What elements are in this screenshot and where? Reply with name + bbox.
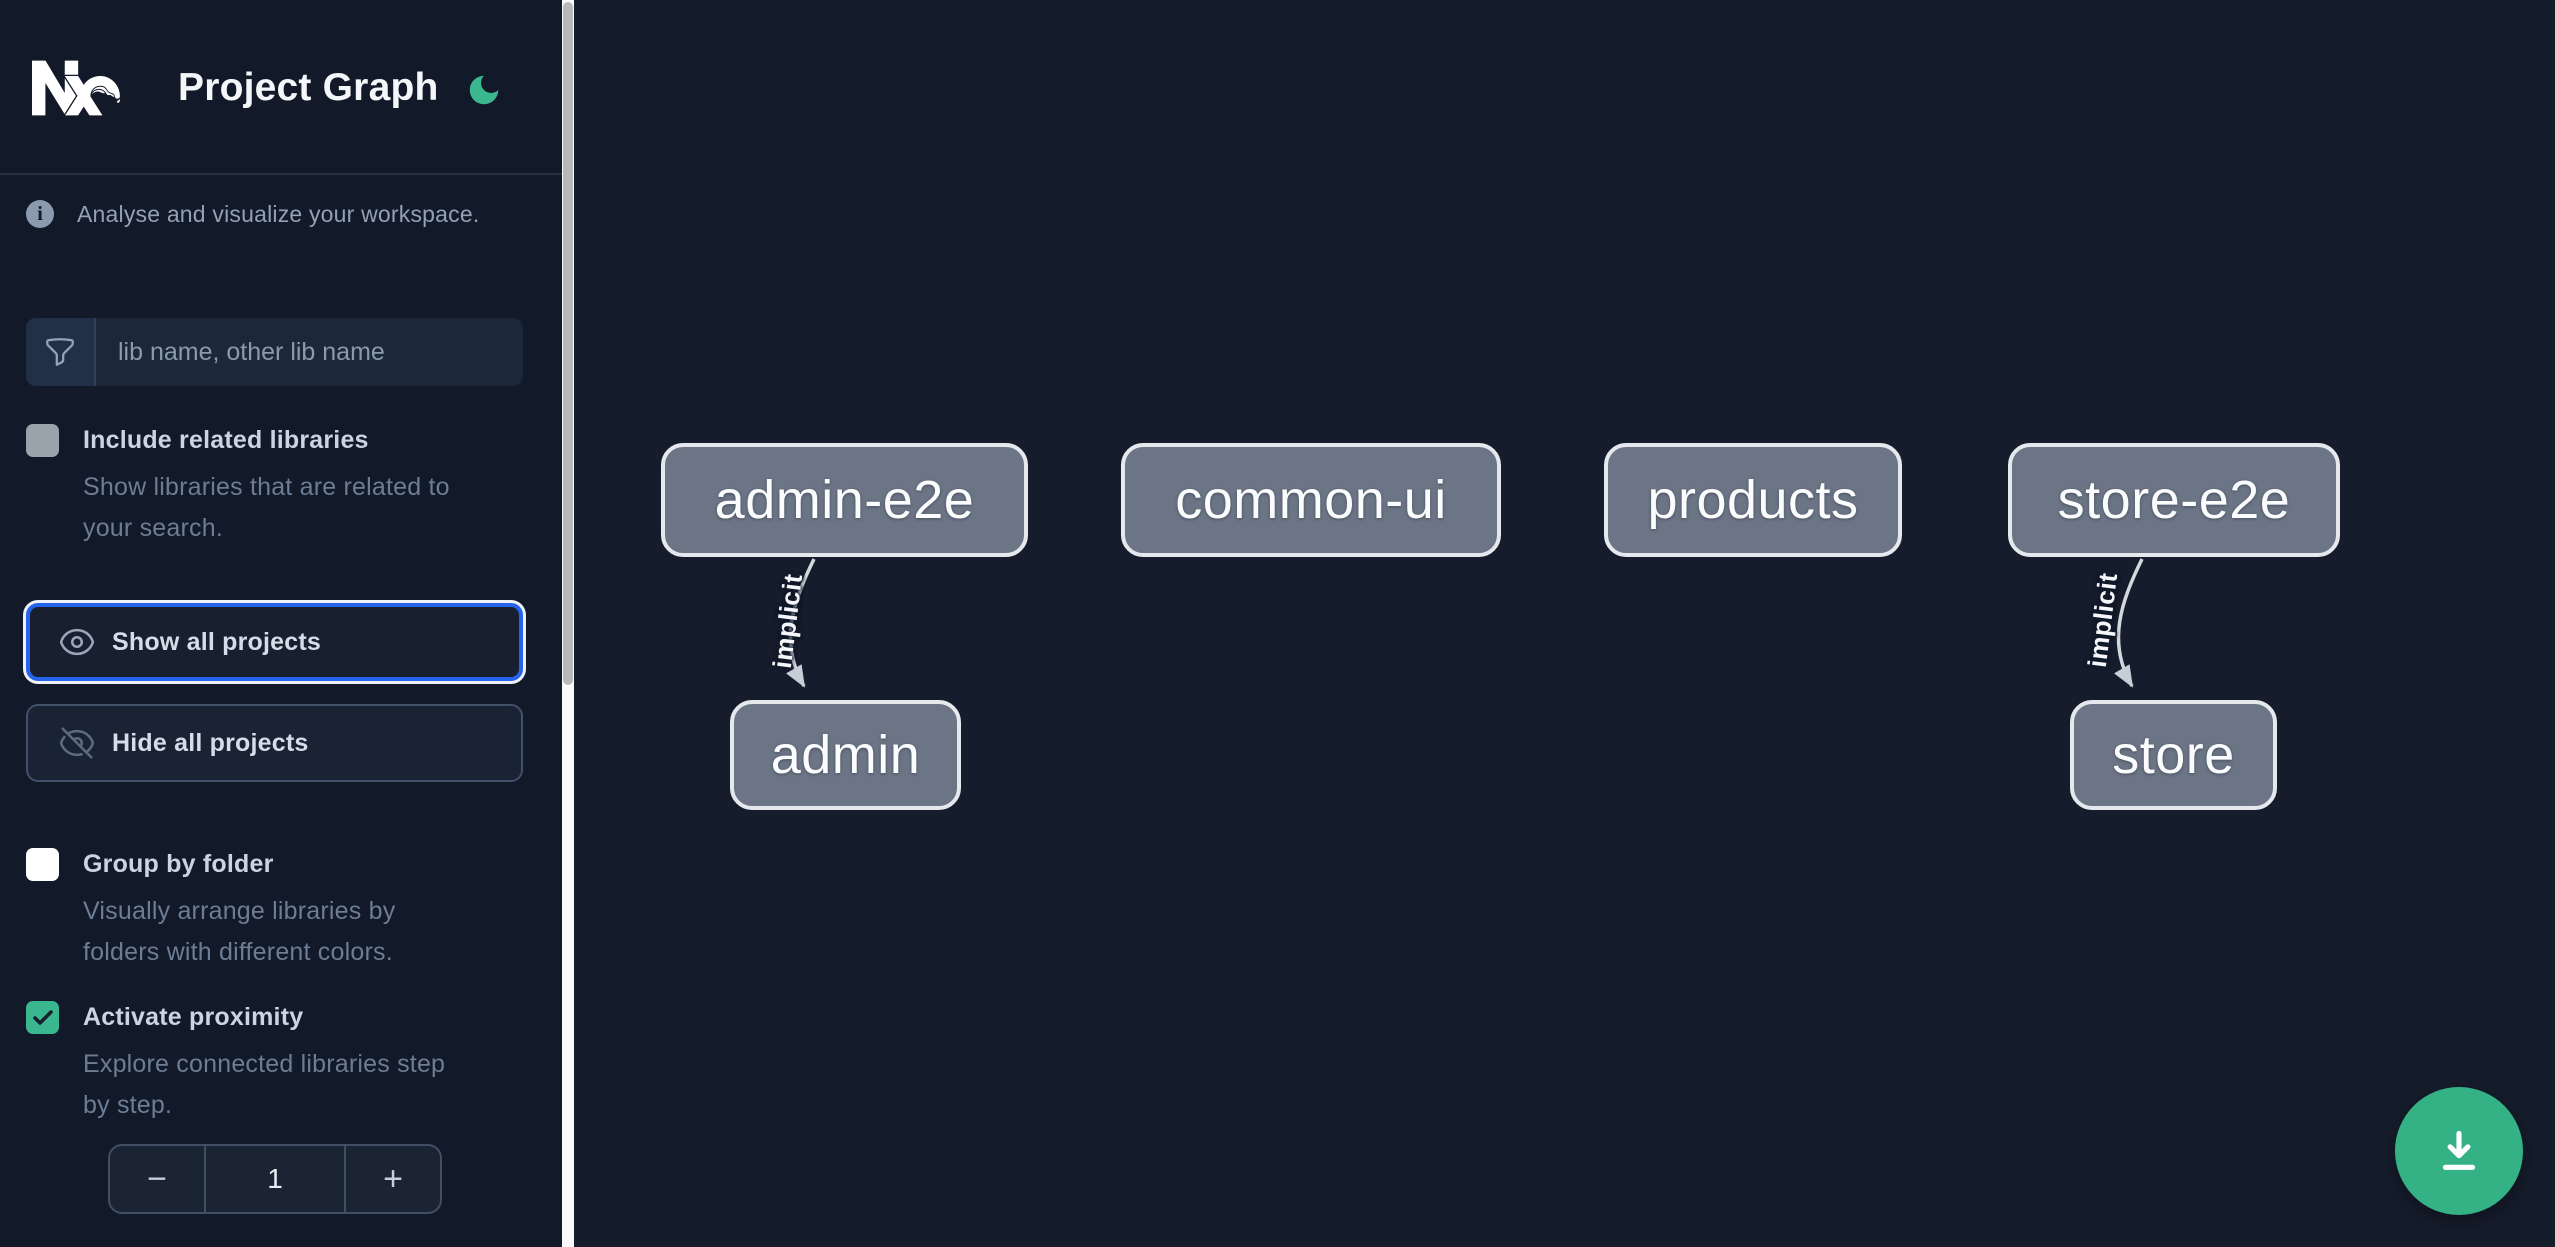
edge-store-e2e-to-store[interactable] (2114, 558, 2144, 688)
graph-edges (786, 558, 2144, 688)
graph-node-admin-e2e[interactable]: admin-e2e (661, 443, 1028, 557)
graph-node-store[interactable]: store (2070, 700, 2277, 810)
theme-toggle-button[interactable] (465, 68, 509, 112)
library-filter-input[interactable] (96, 318, 523, 386)
graph-canvas[interactable]: implicit implicit admin-e2e common-ui pr… (574, 0, 2555, 1247)
info-icon: i (26, 200, 54, 228)
node-label: admin-e2e (714, 470, 975, 530)
group-by-folder-description: Visually arrange libraries by folders wi… (83, 897, 396, 966)
sidebar: Project Graph i Analyse and visualize yo… (0, 0, 562, 1247)
download-icon (2442, 1130, 2476, 1170)
proximity-increment-button[interactable]: + (344, 1146, 440, 1212)
page-title: Project Graph (178, 66, 439, 109)
edge-label-implicit: implicit (766, 571, 809, 670)
proximity-stepper: − 1 + (108, 1144, 442, 1214)
hide-all-projects-label: Hide all projects (112, 728, 309, 757)
nx-logo-icon (32, 60, 121, 116)
activate-proximity-description: Explore connected libraries step by step… (83, 1050, 446, 1119)
node-label: admin (770, 725, 921, 785)
show-all-projects-button[interactable]: Show all projects (26, 603, 523, 681)
sidebar-scrollbar-thumb[interactable] (563, 2, 573, 685)
hide-all-projects-button[interactable]: Hide all projects (26, 704, 523, 782)
proximity-decrement-button[interactable]: − (110, 1146, 206, 1212)
workspace-tagline: Analyse and visualize your workspace. (77, 200, 480, 227)
edge-label-implicit: implicit (2081, 570, 2124, 669)
edge-admin-e2e-to-admin[interactable] (786, 558, 816, 688)
proximity-value[interactable]: 1 (267, 1163, 283, 1194)
activate-proximity-option: Activate proximity Explore connected lib… (26, 1001, 526, 1126)
workspace-tagline-row: i Analyse and visualize your workspace. (26, 200, 479, 228)
sidebar-header: Project Graph (0, 0, 562, 175)
node-label: products (1647, 470, 1859, 530)
download-graph-button[interactable] (2395, 1087, 2523, 1215)
group-by-folder-option: Group by folder Visually arrange librari… (26, 848, 526, 973)
group-by-folder-checkbox[interactable] (26, 848, 59, 881)
moon-icon (469, 75, 499, 105)
funnel-icon (26, 318, 96, 386)
include-related-checkbox[interactable] (26, 424, 59, 457)
graph-node-common-ui[interactable]: common-ui (1121, 443, 1501, 557)
checkmark-icon (32, 1009, 53, 1025)
include-related-option: Include related libraries Show libraries… (26, 424, 526, 549)
activate-proximity-checkbox[interactable] (26, 1001, 59, 1034)
sidebar-scrollbar (562, 0, 574, 1247)
show-all-projects-label: Show all projects (112, 627, 322, 656)
graph-node-admin[interactable]: admin (730, 700, 961, 810)
node-label: store (2112, 725, 2235, 785)
group-by-folder-label: Group by folder (83, 850, 274, 878)
library-filter (26, 318, 523, 386)
eye-icon (59, 628, 95, 656)
activate-proximity-label: Activate proximity (83, 1003, 304, 1031)
node-label: store-e2e (2057, 470, 2291, 530)
node-label: common-ui (1175, 470, 1447, 530)
include-related-label: Include related libraries (83, 426, 369, 454)
graph-node-products[interactable]: products (1604, 443, 1902, 557)
include-related-description: Show libraries that are related to your … (83, 473, 450, 542)
graph-node-store-e2e[interactable]: store-e2e (2008, 443, 2340, 557)
eye-off-icon (59, 727, 95, 759)
